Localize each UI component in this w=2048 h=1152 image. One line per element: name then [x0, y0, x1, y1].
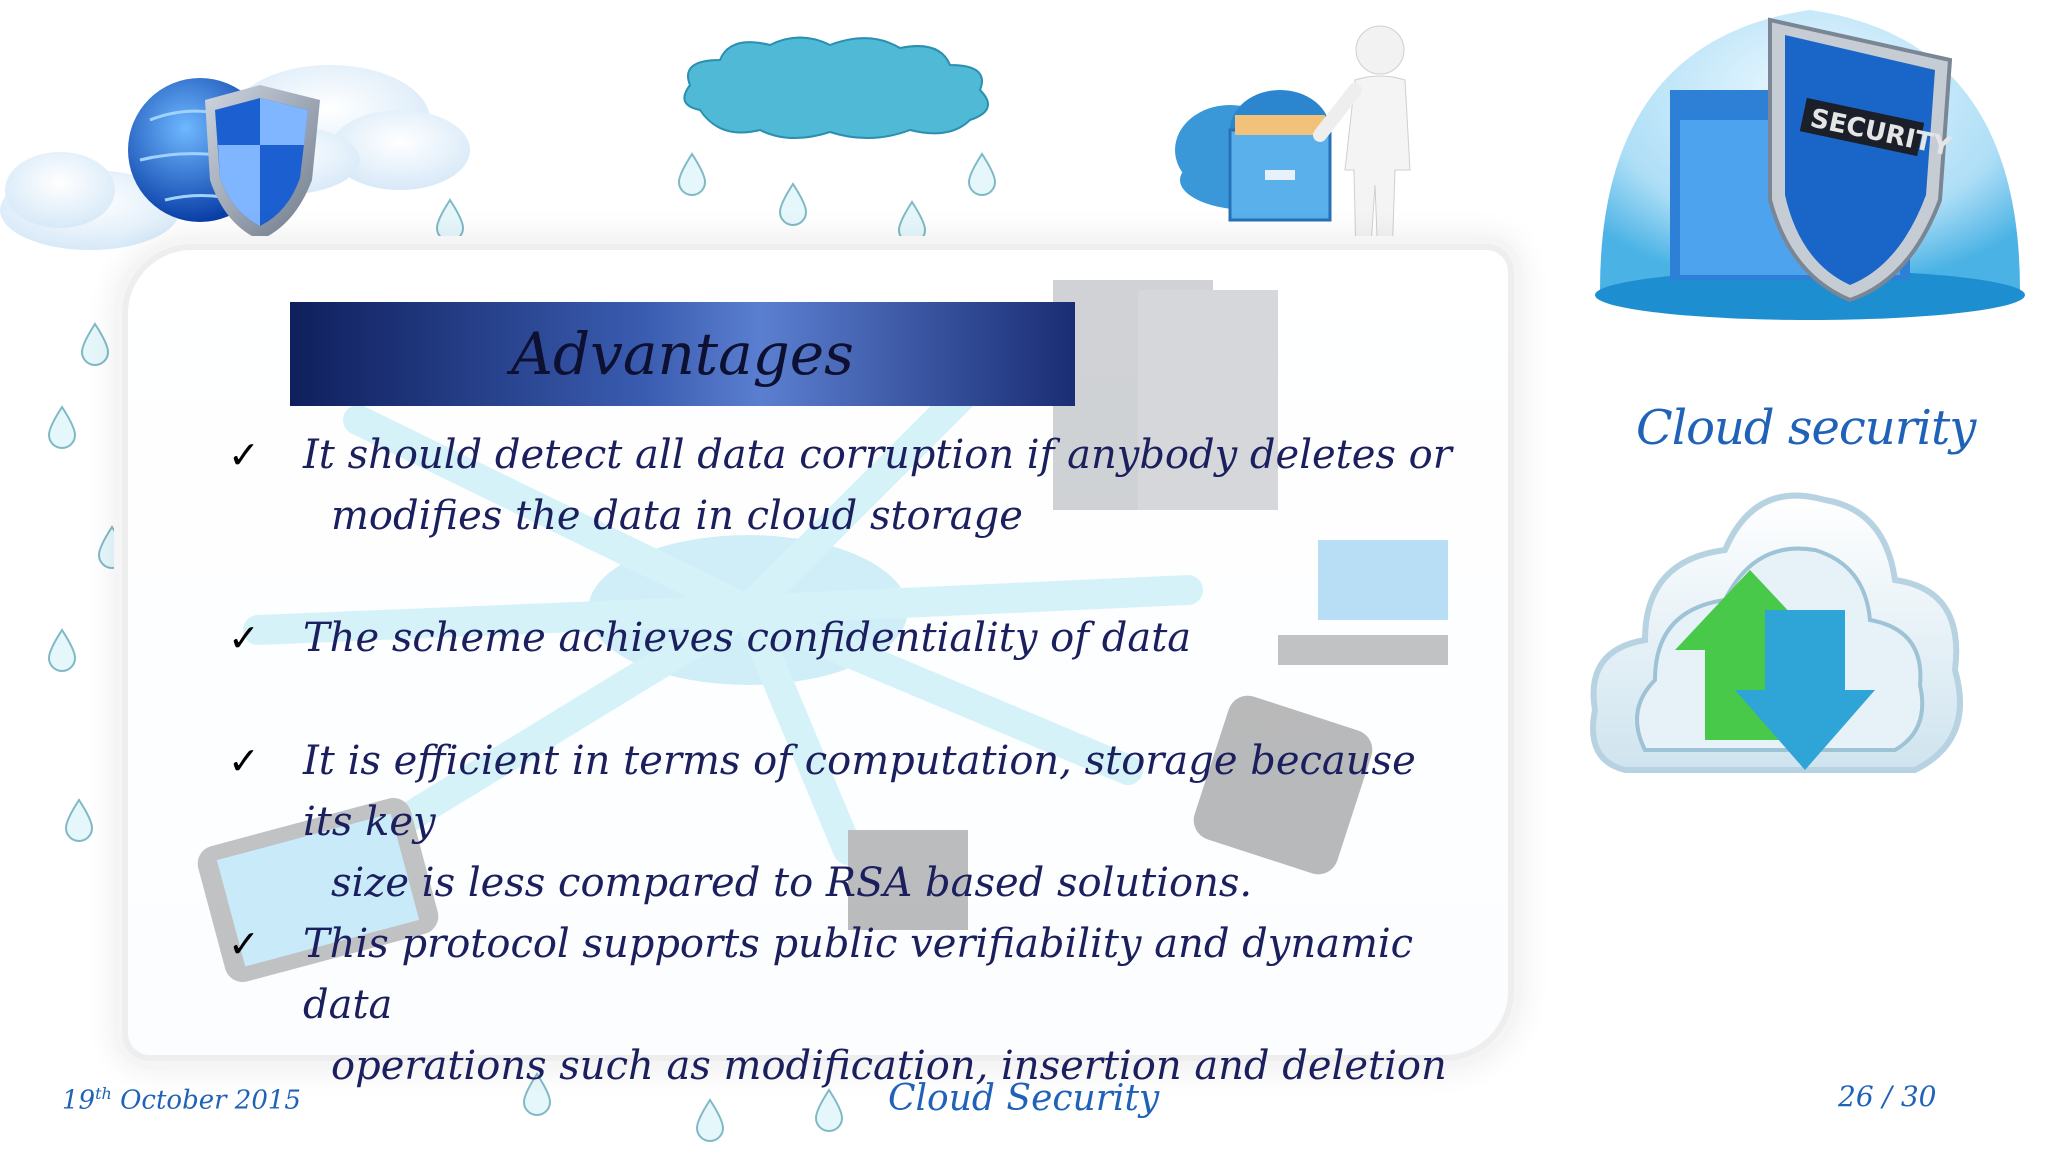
- drop-icon: [778, 182, 808, 226]
- raining-cloud-image: [683, 36, 989, 140]
- slide-title: Advantages: [511, 320, 854, 388]
- slide-title-bar: Advantages: [290, 302, 1075, 406]
- drop-icon: [897, 200, 927, 244]
- bullet-text-line2: operations such as modification, inserti…: [331, 1043, 1447, 1089]
- drop-icon: [814, 1088, 844, 1132]
- drop-icon: [80, 322, 110, 366]
- drop-icon: [64, 798, 94, 842]
- bullet-item-1: ✓ It should detect all data corruption i…: [228, 425, 1458, 555]
- bullet-text-line1: It should detect all data corruption if …: [303, 432, 1452, 478]
- cloud-network-devices-image: [197, 280, 1448, 983]
- drop-icon: [967, 152, 997, 196]
- bullet-text-line1: This protocol supports public verifiabil…: [303, 921, 1414, 1028]
- cloud-upload-download-arrows-image: [1590, 492, 1963, 773]
- drop-icon: [97, 525, 127, 569]
- drop-icon: [695, 1098, 725, 1142]
- drop-icon: [677, 152, 707, 196]
- footer-page-number: 26 / 30: [1838, 1080, 1937, 1113]
- bullet-item-2: ✓ The scheme achieves confidentiality of…: [228, 608, 1458, 678]
- drop-icon: [522, 1072, 552, 1116]
- bullet-text-line2: size is less compared to RSA based solut…: [331, 860, 1253, 906]
- person-cloud-file-drawer-image: [1175, 25, 1411, 261]
- drop-icon: [47, 628, 77, 672]
- footer-date-day: 19: [62, 1085, 96, 1116]
- footer-date: 19th October 2015: [62, 1084, 301, 1116]
- side-title: Cloud security: [1636, 400, 1976, 456]
- drop-icon: [435, 198, 465, 242]
- checkmark-icon: ✓: [228, 922, 260, 966]
- checkmark-icon: ✓: [228, 739, 260, 783]
- drop-icon: [47, 405, 77, 449]
- footer-center-title: Cloud Security: [888, 1078, 1160, 1119]
- security-shield-folder-image: SECURITY: [1595, 10, 2025, 320]
- bullet-text-line1: The scheme achieves confidentiality of d…: [303, 615, 1192, 661]
- checkmark-icon: ✓: [228, 433, 260, 477]
- globe-shield-cloud-image: [0, 65, 470, 250]
- bullet-item-3: ✓ It is efficient in terms of computatio…: [228, 731, 1458, 906]
- checkmark-icon: ✓: [228, 616, 260, 660]
- footer-date-suffix: th: [95, 1084, 112, 1103]
- bullet-text-line2: modifies the data in cloud storage: [331, 493, 1023, 539]
- bullet-item-4: ✓ This protocol supports public verifiab…: [228, 914, 1458, 1089]
- footer-date-rest: October 2015: [111, 1085, 301, 1116]
- bullet-text-line1: It is efficient in terms of computation,…: [303, 738, 1416, 845]
